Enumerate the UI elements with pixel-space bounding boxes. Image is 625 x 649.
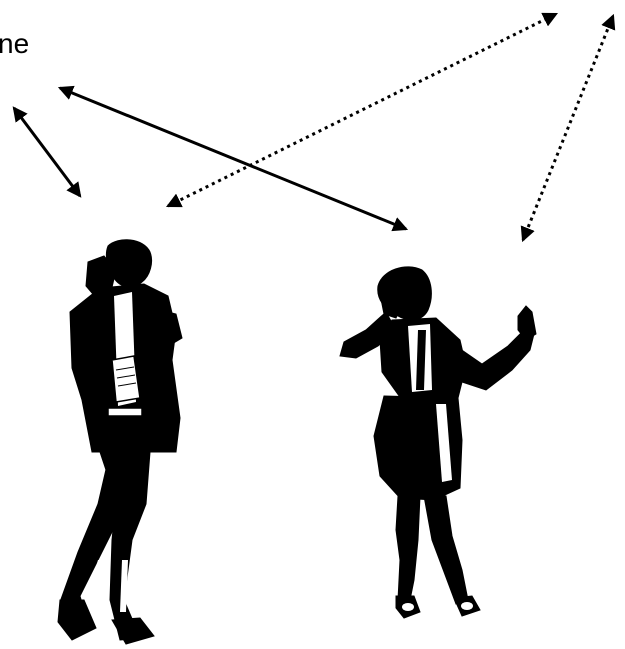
arrow-dotted-right <box>520 13 616 243</box>
arrow-dotted-left <box>165 12 559 208</box>
diagram-label: ne <box>0 28 29 59</box>
arrow-solid-short <box>12 106 82 198</box>
woman-with-phone-icon <box>339 266 537 619</box>
man-with-phone-icon <box>57 239 183 645</box>
arrow-solid-long <box>57 85 409 232</box>
